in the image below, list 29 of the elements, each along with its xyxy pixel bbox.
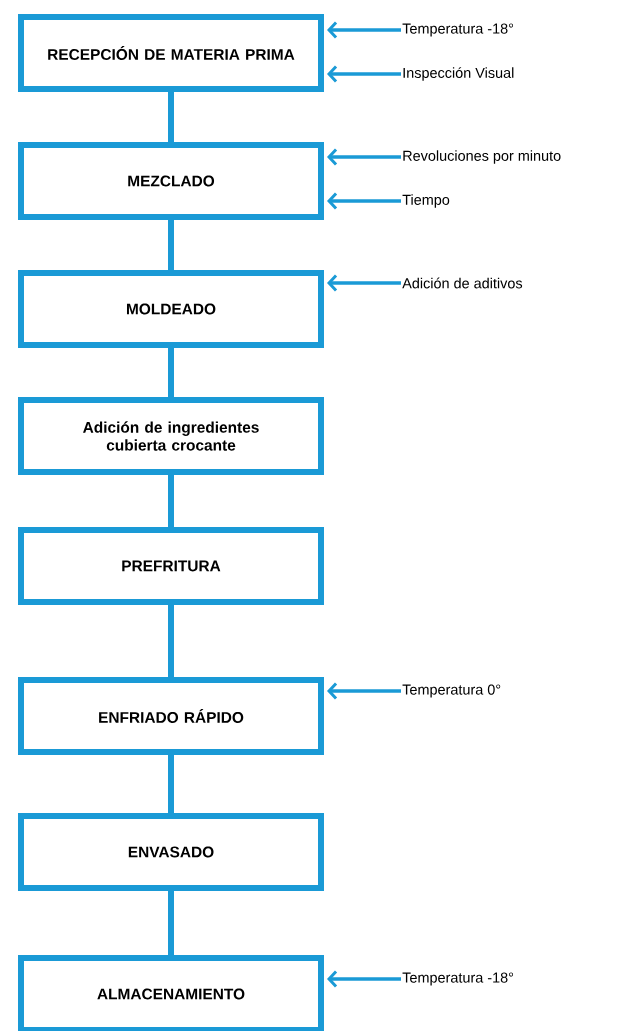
arrow [327, 148, 401, 166]
process-box: ALMACENAMIENTO [18, 955, 324, 1031]
parameter-label: Temperatura -18° [402, 23, 514, 37]
connector-line [168, 475, 174, 527]
process-box: Adición de ingredientes cubierta crocante [18, 397, 324, 475]
process-box: ENFRIADO RÁPIDO [18, 677, 324, 755]
arrow [327, 21, 401, 39]
process-box: ENVASADO [18, 813, 324, 891]
parameter-label: Tiempo [402, 194, 450, 208]
process-box: MOLDEADO [18, 270, 324, 348]
parameter-label: Temperatura 0° [402, 684, 501, 698]
arrow [327, 682, 401, 700]
process-box: MEZCLADO [18, 142, 324, 220]
connector-line [168, 92, 174, 142]
arrow [327, 970, 401, 988]
process-box: PREFRITURA [18, 527, 324, 605]
connector-line [168, 348, 174, 397]
connector-line [168, 605, 174, 677]
arrow [327, 65, 401, 83]
parameter-label: Revoluciones por minuto [403, 150, 561, 164]
connector-line [168, 220, 174, 270]
arrow [327, 274, 401, 292]
parameter-label: Temperatura -18° [402, 972, 514, 986]
connector-line [168, 755, 174, 813]
parameter-label: Inspección Visual [403, 67, 514, 81]
process-box: RECEPCIÓN DE MATERIA PRIMA [18, 14, 324, 92]
connector-line [168, 891, 174, 955]
arrow [327, 192, 401, 210]
parameter-label: Adición de aditivos [402, 277, 523, 289]
